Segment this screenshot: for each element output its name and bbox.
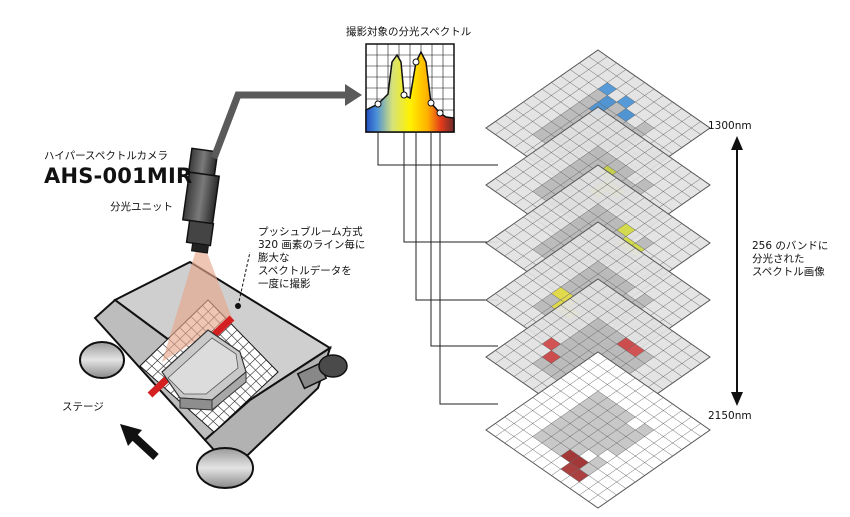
- camera-to-spectrum-arrow: [210, 91, 345, 160]
- spectral-layer: [485, 351, 711, 509]
- stage-label: ステージ: [62, 401, 104, 413]
- callout-dot: [235, 303, 241, 309]
- spectrum-title: 撮影対象の分光スペクトル: [346, 26, 472, 38]
- pushbroom-line: 一度に撮影: [258, 278, 311, 290]
- wavelength-bottom-label: 2150nm: [708, 410, 752, 422]
- camera-model: AHS-001MIR: [44, 164, 193, 188]
- spectrum-curve: [365, 50, 455, 133]
- pushbroom-line: 膨大な: [258, 252, 290, 264]
- bands-description: 256 のバンドに 分光された スペクトル画像: [752, 240, 828, 279]
- callout-line: [237, 251, 251, 307]
- spectral-unit-label: 分光ユニット: [110, 201, 173, 213]
- stage-direction-arrow: [120, 424, 159, 460]
- pushbroom-line: スペクトルデータを: [258, 265, 352, 277]
- bands-line: スペクトル画像: [752, 266, 825, 278]
- arrow-head: [345, 84, 362, 106]
- scan-beam: [162, 250, 232, 362]
- bands-line: 256 のバンドに: [752, 240, 829, 252]
- band-connector-lines: [377, 132, 498, 405]
- wavelength-top-label: 1300nm: [708, 120, 752, 132]
- wavelength-arrow: [731, 136, 743, 406]
- pushbroom-description: プッシュブルーム方式 320 画素のライン毎に 膨大な スペクトルデータを 一度…: [258, 226, 365, 291]
- hyperspectral-camera: [181, 147, 221, 254]
- bands-line: 分光された: [752, 253, 805, 265]
- pushbroom-line: 320 画素のライン毎に: [258, 239, 366, 251]
- camera-type-label: ハイパースペクトルカメラ: [44, 150, 169, 162]
- sample-object: [161, 329, 247, 412]
- pushbroom-line: プッシュブルーム方式: [258, 226, 363, 238]
- spectrum-chart: [365, 43, 455, 133]
- spectral-image-stack: [485, 49, 711, 509]
